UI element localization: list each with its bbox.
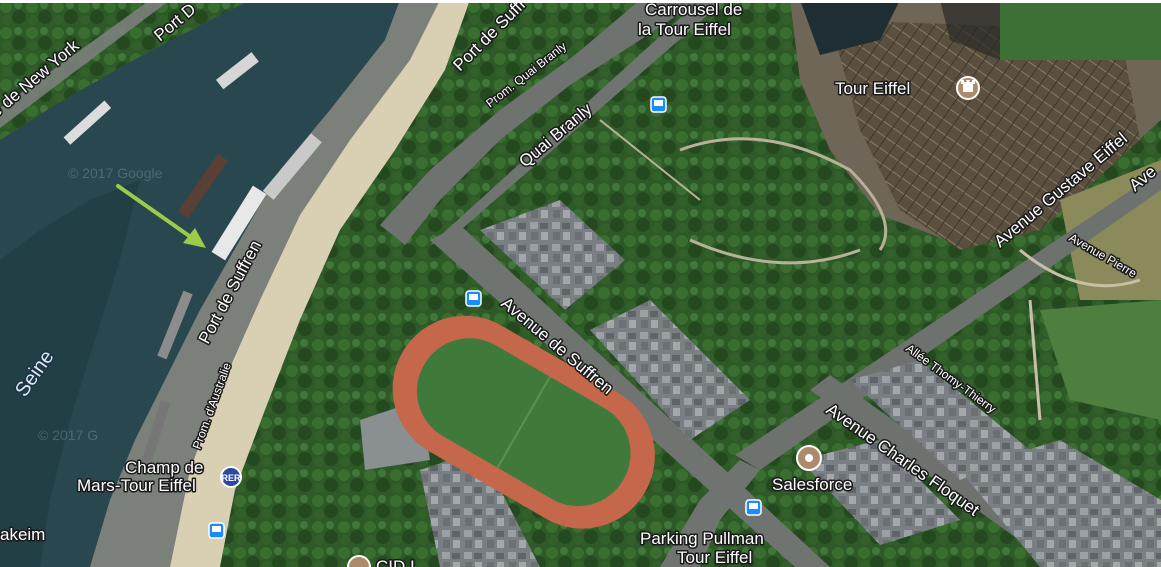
river-seine	[0, 0, 400, 567]
pointer-arrow-icon	[116, 184, 206, 248]
park-path	[1019, 248, 1141, 288]
building-block	[420, 450, 540, 567]
place-icon[interactable]	[796, 445, 822, 471]
quai-branly-road	[220, 0, 760, 567]
watermark-2: © 2017 G	[38, 427, 98, 443]
boat	[215, 52, 259, 90]
bus-stop-icon[interactable]	[650, 96, 667, 113]
road-south	[660, 460, 760, 567]
poi-champ-de-mars-line1[interactable]: Champ de	[124, 457, 205, 479]
quai-branly-asphalt	[380, 0, 700, 245]
building-block	[590, 300, 750, 440]
park-path	[1028, 299, 1042, 421]
poi-champ-de-mars-line2[interactable]: Mars-Tour Eiffel	[76, 475, 198, 497]
bank-road-northwest	[0, 0, 170, 128]
poi-carrousel-line2[interactable]: la Tour Eiffel	[637, 19, 733, 41]
building-block	[960, 440, 1161, 567]
stadium	[392, 315, 655, 529]
boat	[139, 400, 171, 470]
watermark-1: © 2017 Google	[68, 165, 163, 181]
boat	[211, 185, 267, 261]
boat	[178, 153, 228, 219]
bank-trees-northwest	[0, 0, 250, 140]
promenade-sand	[170, 0, 470, 567]
lawn-east-2	[1040, 300, 1161, 420]
boat	[157, 290, 193, 360]
poi-cid-label[interactable]: CID I	[375, 556, 417, 567]
road-diagonal-central	[430, 0, 725, 245]
poi-parking-pullman-line1[interactable]: Parking Pullman	[639, 528, 766, 550]
park-path	[599, 119, 701, 201]
rer-badge-text: RER	[221, 473, 241, 483]
trocadero-water	[800, 0, 900, 55]
poi-parking-pullman-line2[interactable]: Tour Eiffel	[676, 547, 754, 567]
place-icon[interactable]	[347, 555, 371, 567]
bus-stop-icon[interactable]	[745, 499, 762, 516]
boat	[63, 100, 112, 145]
park-path	[689, 238, 861, 265]
poi-salesforce-label[interactable]: Salesforce	[771, 474, 854, 496]
monument-icon[interactable]	[956, 76, 980, 100]
bus-stop-icon[interactable]	[208, 522, 225, 539]
quay-port	[90, 0, 440, 567]
river-shade	[0, 180, 140, 567]
building-block	[480, 200, 625, 310]
poi-tour-eiffel-label[interactable]: Tour Eiffel	[834, 78, 912, 100]
top-border	[0, 0, 1161, 3]
building-block	[850, 360, 1030, 480]
rer-station-icon[interactable]: RER	[220, 466, 242, 488]
bus-stop-icon[interactable]	[465, 290, 482, 307]
label-akeim: akeim	[0, 525, 45, 544]
lawn-northeast	[1000, 0, 1161, 60]
boat	[262, 133, 322, 200]
eiffel-tower-structure	[830, 20, 1140, 250]
building-block	[800, 440, 960, 545]
park-path	[679, 137, 888, 251]
poi-carrousel-line1[interactable]: Carrousel de	[644, 0, 744, 21]
